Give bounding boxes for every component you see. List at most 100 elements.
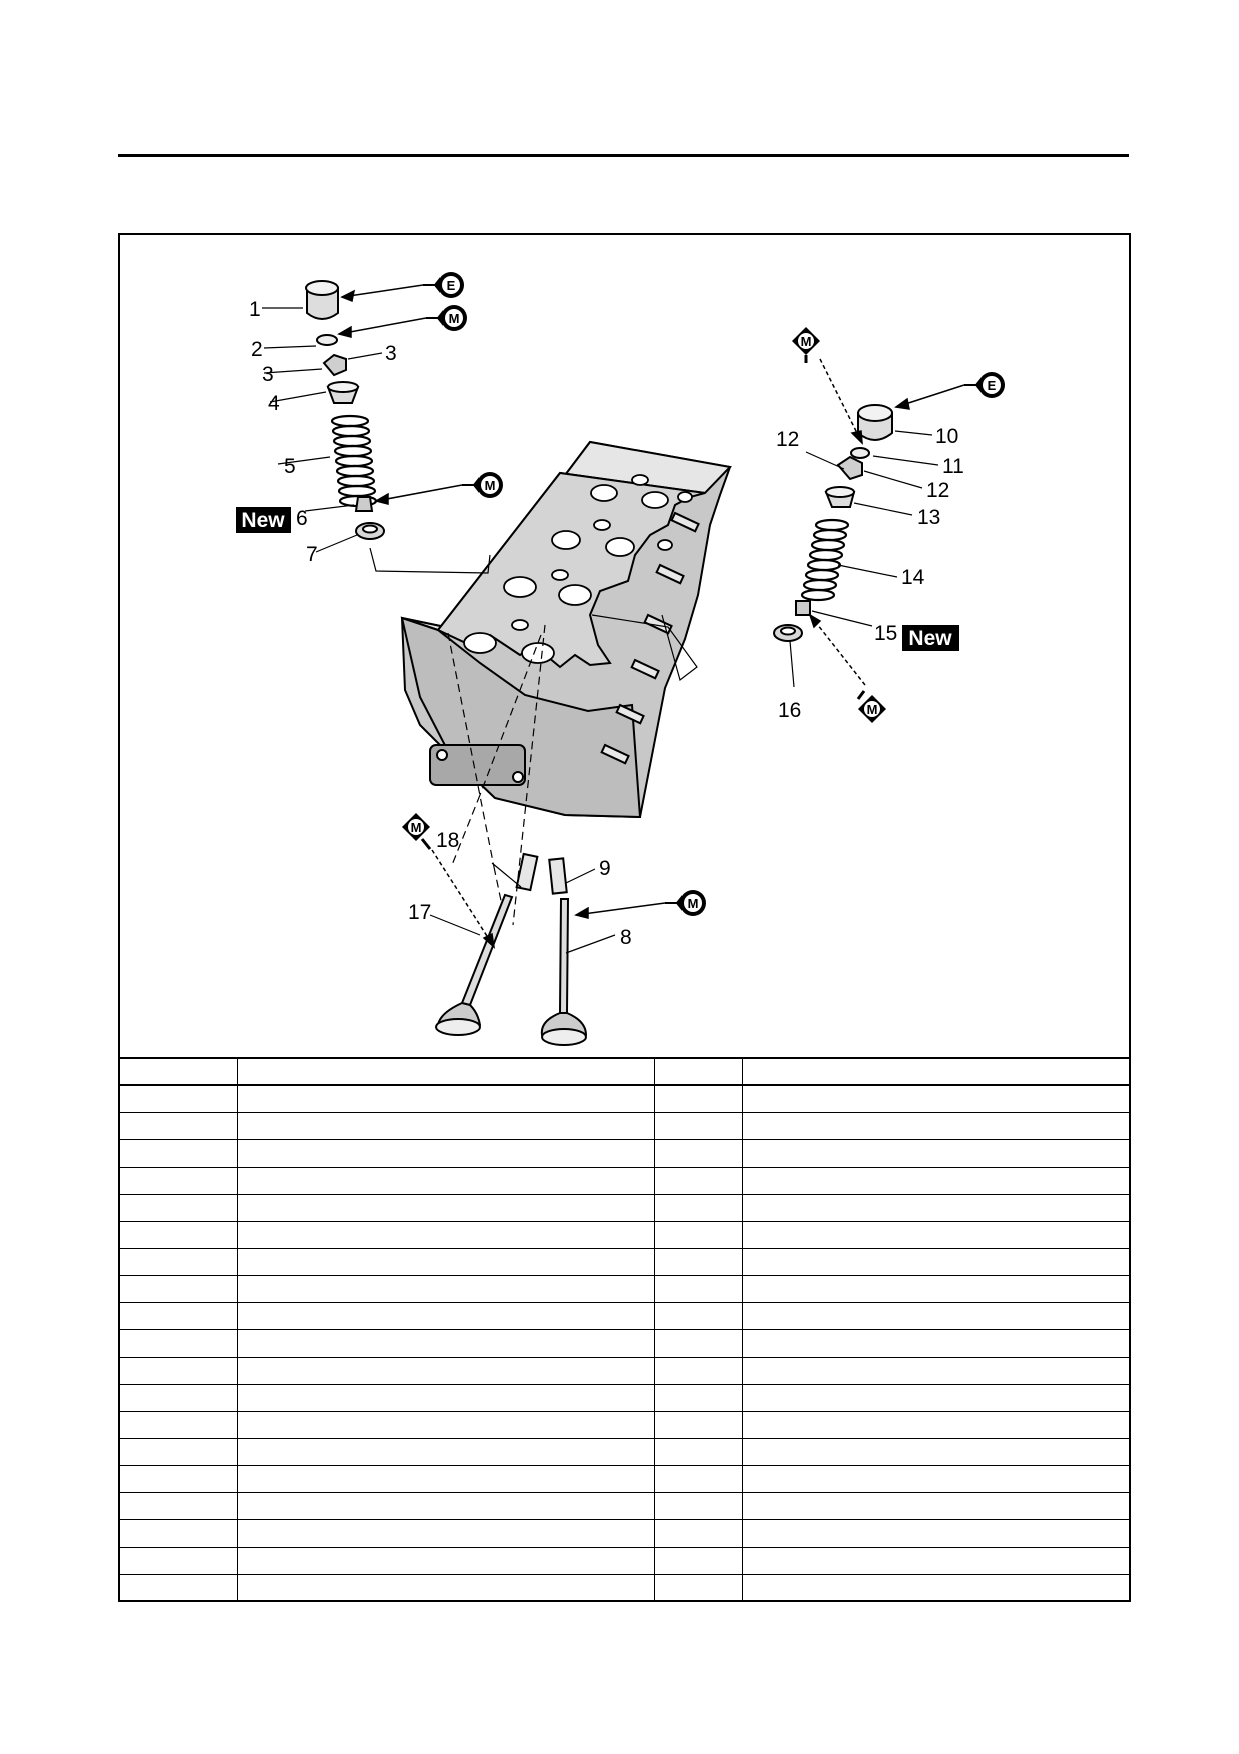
table-cell — [743, 1303, 1129, 1329]
table-cell — [120, 1194, 238, 1221]
table-cell — [238, 1520, 655, 1547]
callout-6: 6 — [296, 507, 308, 530]
table-cell — [238, 1113, 655, 1140]
engine-oil-icon: E — [423, 272, 464, 298]
exploded-diagram-frame: E M M E — [118, 233, 1131, 1602]
table-row — [120, 1330, 1129, 1358]
table-row — [120, 1520, 1129, 1548]
table-cell — [238, 1330, 655, 1357]
table-cell — [743, 1222, 1129, 1248]
table-cell — [655, 1411, 743, 1438]
moly-oil-icon: M — [792, 327, 820, 363]
svg-text:M: M — [411, 820, 422, 835]
right-valve-stack — [773, 404, 893, 642]
table-row — [120, 1113, 1129, 1141]
callout-4: 4 — [268, 392, 280, 415]
table-cell — [238, 1194, 655, 1221]
callout-8: 8 — [620, 926, 632, 949]
table-cell — [120, 1384, 238, 1411]
table-cell — [120, 1547, 238, 1574]
table-row — [120, 1411, 1129, 1439]
table-row — [120, 1248, 1129, 1277]
table-cell — [655, 1330, 743, 1357]
table-cell — [743, 1548, 1129, 1574]
table-cell — [238, 1303, 655, 1330]
table-cell — [655, 1520, 743, 1547]
svg-text:E: E — [988, 378, 997, 393]
table-row — [120, 1357, 1129, 1385]
callout-7: 7 — [306, 543, 318, 566]
moly-oil-icon: M — [462, 472, 503, 498]
callout-15: 15 — [874, 622, 897, 645]
moly-oil-icon: M — [426, 305, 467, 331]
table-row — [120, 1574, 1129, 1602]
table-cell — [120, 1574, 238, 1602]
lubricant-arrows — [337, 284, 965, 949]
table-cell — [120, 1113, 238, 1140]
head-studs — [600, 511, 700, 765]
table-cell — [120, 1303, 238, 1330]
table-cell — [120, 1276, 238, 1303]
table-row — [120, 1194, 1129, 1222]
table-cell — [120, 1330, 238, 1357]
callout-2: 2 — [251, 338, 263, 361]
table-cell — [120, 1248, 238, 1276]
table-cell — [743, 1113, 1129, 1139]
table-cell — [743, 1276, 1129, 1302]
callout-11: 11 — [942, 455, 964, 478]
valves-lower — [435, 852, 588, 1046]
table-cell — [238, 1574, 655, 1602]
moly-oil-icon: M — [856, 690, 886, 723]
parts-table-header — [120, 1059, 1129, 1087]
table-cell — [238, 1248, 655, 1276]
table-cell — [238, 1167, 655, 1194]
table-cell — [743, 1358, 1129, 1384]
table-cell — [655, 1248, 743, 1276]
table-row — [120, 1086, 1129, 1114]
table-cell — [120, 1221, 238, 1248]
svg-text:M: M — [801, 334, 812, 349]
callout-labels: 1 2 3 3 4 5 6 7 8 9 10 11 12 12 13 14 15… — [249, 298, 964, 949]
callout-12: 12 — [776, 428, 799, 451]
table-cell — [238, 1276, 655, 1303]
table-cell — [238, 1547, 655, 1574]
table-row — [120, 1384, 1129, 1412]
callout-3: 3 — [262, 363, 274, 386]
callout-9: 9 — [599, 857, 611, 880]
table-cell — [238, 1438, 655, 1466]
table-cell — [655, 1466, 743, 1493]
table-cell — [655, 1384, 743, 1411]
callout-17: 17 — [408, 901, 431, 924]
header-rule — [118, 154, 1129, 157]
moly-oil-icon: M — [665, 890, 706, 916]
table-cell — [120, 1086, 238, 1113]
table-row — [120, 1221, 1129, 1249]
table-cell — [238, 1411, 655, 1438]
callout-3: 3 — [385, 342, 397, 365]
table-cell — [655, 1140, 743, 1167]
table-cell — [743, 1249, 1129, 1275]
table-row — [120, 1466, 1129, 1494]
table-cell — [655, 1194, 743, 1221]
table-cell — [238, 1140, 655, 1167]
table-cell — [743, 1195, 1129, 1221]
table-cell — [238, 1221, 655, 1248]
table-cell — [655, 1574, 743, 1602]
callout-13: 13 — [917, 506, 940, 529]
lubricant-badges: E M M E — [402, 272, 1005, 916]
moly-oil-icon: M — [402, 813, 432, 850]
table-cell — [120, 1466, 238, 1493]
table-cell — [238, 1466, 655, 1493]
table-cell — [238, 1357, 655, 1384]
table-row — [120, 1303, 1129, 1331]
table-cell — [120, 1438, 238, 1466]
table-row — [120, 1276, 1129, 1304]
table-row — [120, 1547, 1129, 1575]
table-cell — [743, 1520, 1129, 1546]
left-valve-stack — [305, 280, 385, 540]
table-cell — [743, 1466, 1129, 1492]
svg-text:M: M — [449, 311, 460, 326]
header-cell — [655, 1059, 743, 1085]
table-cell — [655, 1221, 743, 1248]
table-cell — [120, 1493, 238, 1520]
